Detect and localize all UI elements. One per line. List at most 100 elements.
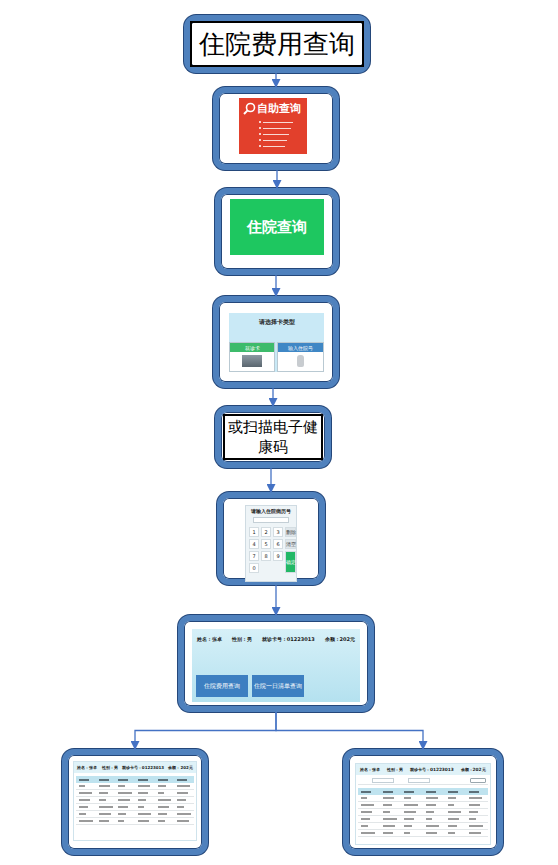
screen-heading: 自助查询 xyxy=(257,101,301,116)
magnifier-icon xyxy=(243,102,256,115)
cell-text xyxy=(383,832,393,834)
cell-text xyxy=(79,785,85,787)
cell-text xyxy=(448,832,455,834)
list-dot xyxy=(259,139,261,141)
header-text xyxy=(177,779,187,781)
cell-text xyxy=(448,811,461,813)
cell-text xyxy=(404,818,414,820)
header-text xyxy=(158,779,168,781)
query-button: 住院费用查询 xyxy=(196,675,248,697)
cell-text xyxy=(448,818,459,820)
input-field xyxy=(253,517,289,523)
cell-text xyxy=(404,804,418,806)
cell-text xyxy=(404,811,416,813)
option-text: 就诊卡 xyxy=(245,345,260,351)
cell-text xyxy=(404,825,412,827)
cell-text xyxy=(469,818,476,820)
cell-text xyxy=(79,820,93,822)
header-text xyxy=(469,791,479,793)
title-box: 住院费用查询 xyxy=(190,21,364,67)
key-label: 0 xyxy=(252,565,255,571)
key-button: 0 xyxy=(249,563,259,573)
header-text xyxy=(99,779,109,781)
key-label: 5 xyxy=(264,541,267,547)
cell-text xyxy=(469,825,483,827)
patient-info: 性别：男 xyxy=(232,636,252,642)
key-label: 6 xyxy=(276,541,279,547)
magnifier-lens xyxy=(247,104,255,112)
cell-text xyxy=(426,804,436,806)
cell-text xyxy=(79,806,88,808)
key-button: 确定 xyxy=(285,551,296,573)
screen-heading: 请输入住院病历号 xyxy=(246,508,296,514)
cell-text xyxy=(469,804,480,806)
patient-info: 余额：202元 xyxy=(325,636,355,642)
date-input xyxy=(372,778,394,783)
header-text xyxy=(118,779,128,781)
cell-text xyxy=(361,804,374,806)
cell-text xyxy=(177,806,184,808)
patient-info: 就诊卡号：01223013 xyxy=(262,636,315,642)
info-wrap: 姓名：张卓性别：男就诊卡号：01223013余额：202元 xyxy=(74,762,196,773)
key-label: 4 xyxy=(252,541,255,547)
key-button: 删除 xyxy=(285,527,296,537)
text-box: 或扫描电子健康码 xyxy=(223,414,323,460)
cell-text xyxy=(177,792,188,794)
cell-text xyxy=(79,799,90,801)
cell-text xyxy=(361,825,368,827)
cell-text xyxy=(138,792,148,794)
table-row xyxy=(76,790,194,797)
table-row xyxy=(76,818,194,825)
cell-text xyxy=(404,832,410,834)
key-button: 2 xyxy=(261,527,271,537)
cell-text xyxy=(426,811,434,813)
table-row xyxy=(358,802,488,809)
flow-arrow xyxy=(276,170,277,188)
cell-text xyxy=(426,832,437,834)
screen-title: 请输入住院病历号 xyxy=(246,508,296,514)
cell-text xyxy=(426,825,439,827)
cell-text xyxy=(177,813,191,815)
cell-text xyxy=(118,792,132,794)
screen-title: 自助查询 xyxy=(257,101,301,116)
screen-frame: 请选择卡类型就诊卡输入住院号 xyxy=(213,296,339,388)
key-label: 清空 xyxy=(286,541,296,547)
cell-text xyxy=(158,806,169,808)
table-row xyxy=(358,830,488,837)
cell-text xyxy=(361,832,375,834)
cell-text xyxy=(177,785,190,787)
cell-text xyxy=(361,797,367,799)
table-row xyxy=(76,804,194,811)
key-label: 8 xyxy=(264,553,267,559)
screen-image: 姓名：张卓性别：男就诊卡号：01223013余额：202元 xyxy=(355,763,491,845)
patient-info: 姓名：张卓 xyxy=(360,767,380,772)
header-text xyxy=(79,779,89,781)
cell-text xyxy=(79,813,86,815)
screen-frame: 姓名：张卓性别：男就诊卡号：01223013余额：202元 xyxy=(62,749,208,855)
header-text xyxy=(426,791,436,793)
cell-text xyxy=(383,804,392,806)
cell-text xyxy=(99,820,109,822)
cell-text xyxy=(99,799,106,801)
table-row xyxy=(76,797,194,804)
date-bar xyxy=(358,777,488,785)
patient-info: 姓名：张卓 xyxy=(197,636,222,642)
cell-text xyxy=(448,825,457,827)
cell-text xyxy=(79,792,92,794)
list-dot xyxy=(259,145,261,147)
card-photo xyxy=(242,355,262,367)
key-button: 6 xyxy=(273,539,283,549)
cell-text xyxy=(469,811,478,813)
cell-text xyxy=(426,818,432,820)
cell-text xyxy=(383,811,390,813)
patient-info: 性别：男 xyxy=(102,765,118,770)
key-button: 8 xyxy=(261,551,271,561)
cell-text xyxy=(383,818,397,820)
flow-arrow xyxy=(275,585,276,615)
screen-image: 住院查询 xyxy=(230,199,324,255)
patient-info: 姓名：张卓 xyxy=(77,765,97,770)
cell-text xyxy=(99,792,108,794)
option-text: 输入住院号 xyxy=(288,345,313,351)
table-row xyxy=(358,809,488,816)
flow-arrow xyxy=(275,73,276,87)
